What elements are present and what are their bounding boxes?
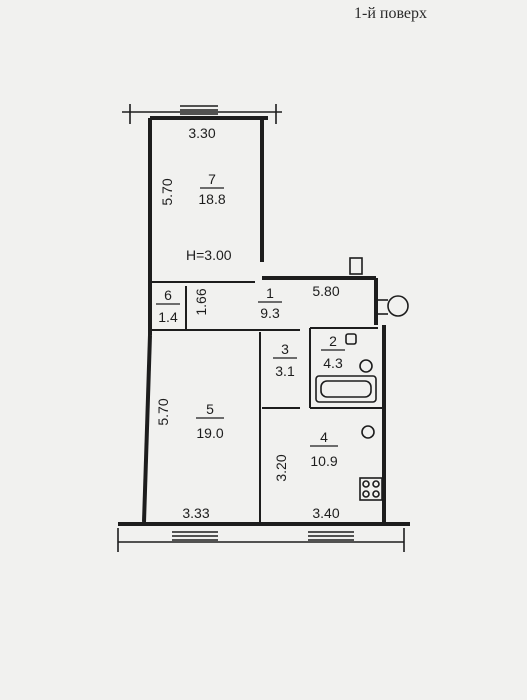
dimension-room6-height: 1.66 xyxy=(193,288,209,315)
room-2-area: 4.3 xyxy=(323,355,343,371)
ceiling-height: H=3.00 xyxy=(186,247,232,263)
room-7-area: 18.8 xyxy=(198,191,225,207)
room-labels: 7 18.8 1 9.3 6 1.4 2 4.3 3 3.1 5 19.0 4 … xyxy=(156,171,345,469)
room-6-area: 1.4 xyxy=(158,309,178,325)
room-4-area: 10.9 xyxy=(310,453,337,469)
floor-label: 1-й поверх xyxy=(354,5,427,22)
room-3-area: 3.1 xyxy=(275,363,295,379)
sink-icon xyxy=(359,359,373,373)
room-7-number: 7 xyxy=(208,171,216,187)
dimension-room4-height: 3.20 xyxy=(273,454,289,481)
dimension-labels: 3.30 5.70 H=3.00 5.80 1.66 5.70 3.20 3.3… xyxy=(155,125,340,521)
bathtub-icon xyxy=(315,375,377,403)
entrance-marker-icon xyxy=(387,295,409,317)
dimension-bottom-left-width: 3.33 xyxy=(182,505,209,521)
room-5-area: 19.0 xyxy=(196,425,223,441)
dimension-room5-height: 5.70 xyxy=(155,398,171,425)
dimension-corridor-length: 5.80 xyxy=(312,283,339,299)
toilet-icon xyxy=(345,333,357,345)
room-6-number: 6 xyxy=(164,287,172,303)
room-1-number: 1 xyxy=(266,285,274,301)
fixtures xyxy=(315,257,409,501)
room-1-area: 9.3 xyxy=(260,305,280,321)
room-3-number: 3 xyxy=(281,341,289,357)
room-4-number: 4 xyxy=(320,429,328,445)
stove-icon xyxy=(359,477,383,501)
room-5-number: 5 xyxy=(206,401,214,417)
plan-walls xyxy=(118,116,410,526)
dimension-bottom-right-width: 3.40 xyxy=(312,505,339,521)
dimension-room7-height: 5.70 xyxy=(159,178,175,205)
kitchen-sink-icon xyxy=(361,425,375,439)
room-2-number: 2 xyxy=(329,333,337,349)
dimension-top-width: 3.30 xyxy=(188,125,215,141)
window-marks xyxy=(117,104,405,552)
